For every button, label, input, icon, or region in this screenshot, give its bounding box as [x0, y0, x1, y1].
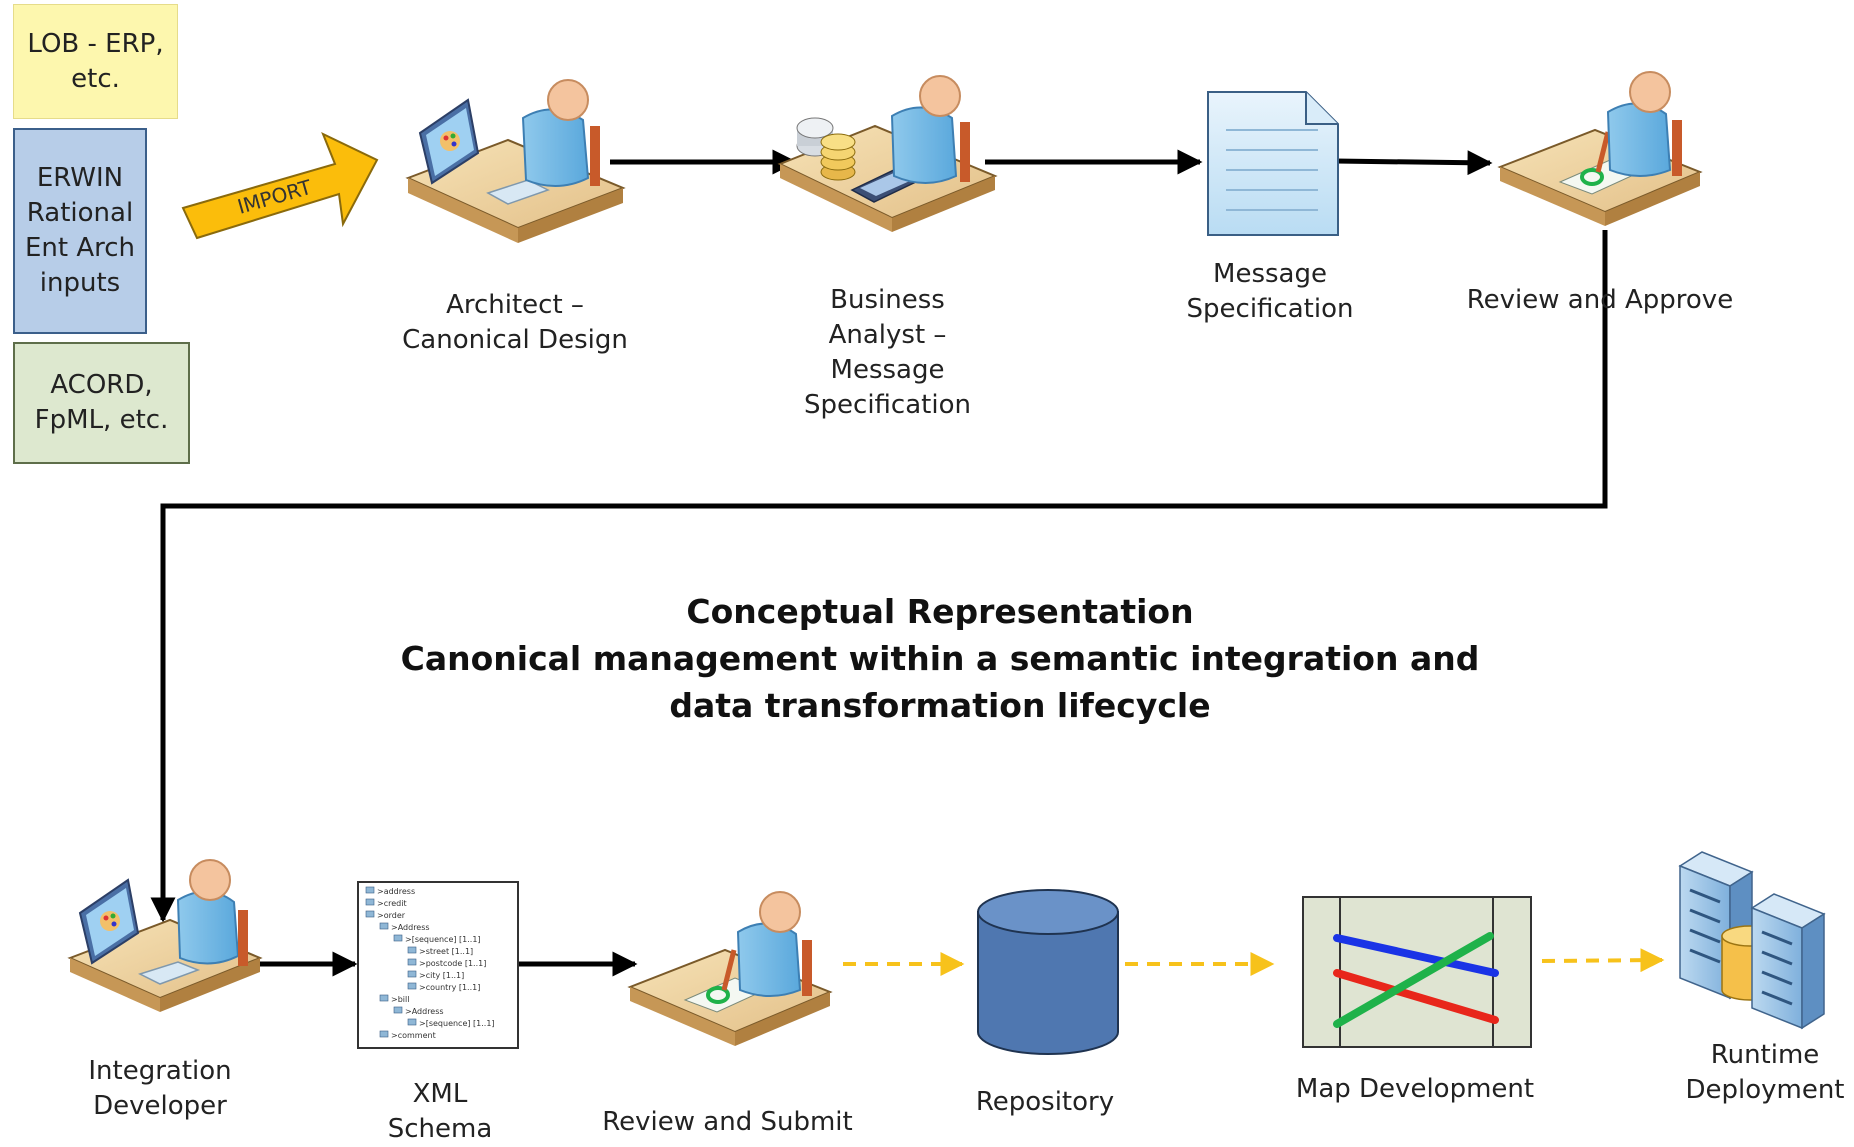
repository-cylinder-icon [977, 889, 1119, 1055]
xml-node-icon [393, 1006, 403, 1014]
xml-tree: >address >credit >order >Address >[sequence]… [365, 886, 495, 1040]
xml-node-label: >[sequence] [1..1] [405, 935, 481, 944]
xml-node-icon [393, 934, 403, 942]
xml-node-icon [365, 910, 375, 918]
source-box-acord-label: ACORD, FpML, etc. [34, 370, 169, 435]
title-line-1: Conceptual Representation [686, 592, 1194, 631]
dashed-arrow-map-to-runtime [1541, 948, 1665, 973]
label-map-development: Map Development [1295, 1074, 1535, 1104]
xml-node-icon [407, 1018, 417, 1026]
runtime-servers-icon [1678, 851, 1826, 1030]
xml-node-label: >street [1..1] [419, 947, 473, 956]
import-arrow: IMPORT [181, 131, 379, 240]
xml-node-label: >address [377, 887, 415, 896]
xml-node-label: >bill [391, 995, 409, 1004]
xml-node-icon [407, 970, 417, 978]
xml-node-icon [379, 922, 389, 930]
business-analyst-icon [777, 75, 998, 232]
xml-node-label: >[sequence] [1..1] [419, 1019, 495, 1028]
xml-node-icon [407, 958, 417, 966]
label-message-specification: Message Specification [1186, 259, 1354, 324]
xml-node-icon [379, 994, 389, 1002]
source-box-acord: ACORD, FpML, etc. [13, 342, 190, 464]
diagram-title: Conceptual Representation Canonical mana… [390, 588, 1490, 729]
xml-schema-icon: >address >credit >order >Address >[sequence]… [357, 881, 519, 1049]
source-box-lob-erp-label: LOB - ERP, etc. [27, 28, 164, 94]
arrow-review-to-integration [150, 230, 1608, 923]
source-box-lob-erp: LOB - ERP, etc. [13, 4, 178, 119]
title-line-2: Canonical management within a semantic i… [400, 639, 1480, 678]
flow-connectors [150, 149, 1608, 977]
review-submit-icon [627, 891, 833, 1046]
label-business-analyst: Business Analyst – Message Specification [804, 285, 971, 420]
xml-node-icon [365, 898, 375, 906]
label-architect: Architect – Canonical Design [402, 290, 628, 355]
xml-node-label: >order [377, 911, 406, 920]
title-line-3: data transformation lifecycle [669, 686, 1211, 725]
label-xml-schema: XML Schema [387, 1079, 493, 1144]
message-specification-document-icon [1207, 91, 1339, 236]
xml-node-label: >credit [377, 899, 407, 908]
xml-node-label: >comment [391, 1031, 436, 1040]
label-integration-developer: Integration Developer [88, 1056, 232, 1121]
map-line-green [1333, 932, 1494, 1028]
label-review-approve: Review and Approve [1466, 285, 1734, 315]
xml-node-icon [407, 982, 417, 990]
map-line-blue [1333, 934, 1499, 977]
xml-node-icon [407, 946, 417, 954]
label-runtime-deployment: Runtime Deployment [1685, 1040, 1845, 1105]
xml-node-icon [365, 886, 375, 894]
xml-node-label: >city [1..1] [419, 971, 464, 980]
source-box-erwin: ERWIN Rational Ent Arch inputs [13, 128, 147, 334]
dashed-connectors [843, 948, 1665, 976]
xml-node-label: >Address [391, 923, 430, 932]
map-line-red [1333, 969, 1499, 1024]
map-development-icon [1302, 896, 1532, 1048]
label-repository: Repository [975, 1087, 1115, 1117]
source-box-erwin-label: ERWIN Rational Ent Arch inputs [24, 163, 136, 298]
xml-node-label: >country [1..1] [419, 983, 480, 992]
review-approve-icon [1497, 71, 1703, 226]
xml-node-label: >postcode [1..1] [419, 959, 486, 968]
arrow-message-to-review [1334, 150, 1493, 176]
xml-node-icon [379, 1030, 389, 1038]
label-review-submit: Review and Submit [602, 1107, 853, 1137]
integration-developer-icon [67, 859, 263, 1012]
architect-icon [405, 79, 626, 243]
xml-node-label: >Address [405, 1007, 444, 1016]
